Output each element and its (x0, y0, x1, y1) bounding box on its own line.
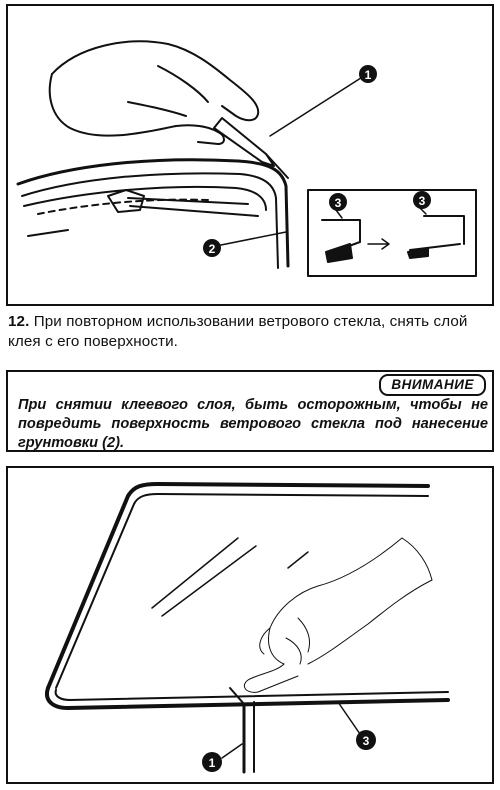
callout-3b-label: 3 (419, 194, 426, 208)
illustration-knife-cutting: 1 2 3 3 (16, 40, 477, 277)
callout-2-label: 2 (209, 242, 216, 256)
callout-1-marker (359, 65, 377, 83)
warning-text: При снятии клеевого слоя, быть осторожны… (18, 397, 488, 451)
caption-text: При повторном использовании ветрового ст… (8, 313, 468, 350)
warning-badge: ВНИМАНИЕ (379, 374, 486, 396)
figure-caption: 12. При повторном использовании ветровог… (8, 312, 494, 352)
callout-3-marker (356, 730, 376, 750)
callout-3b-marker (413, 191, 431, 209)
caption-number: 12. (8, 313, 30, 330)
illustration-cord-pull: 1 3 (45, 482, 450, 774)
callout-1-label: 1 (209, 756, 216, 770)
callout-1-label: 1 (365, 68, 372, 82)
figure-glass-adhesive-removal: 1 2 3 3 (6, 4, 494, 306)
callout-3-label: 3 (363, 734, 370, 748)
callout-3a-label: 3 (335, 196, 342, 210)
callout-1-marker (202, 752, 222, 772)
figure-glass-cord-pull: 1 3 (6, 466, 494, 784)
callout-3a-marker (329, 193, 347, 211)
warning-box: ВНИМАНИЕ При снятии клеевого слоя, быть … (6, 370, 494, 452)
callout-2-marker (203, 239, 221, 257)
